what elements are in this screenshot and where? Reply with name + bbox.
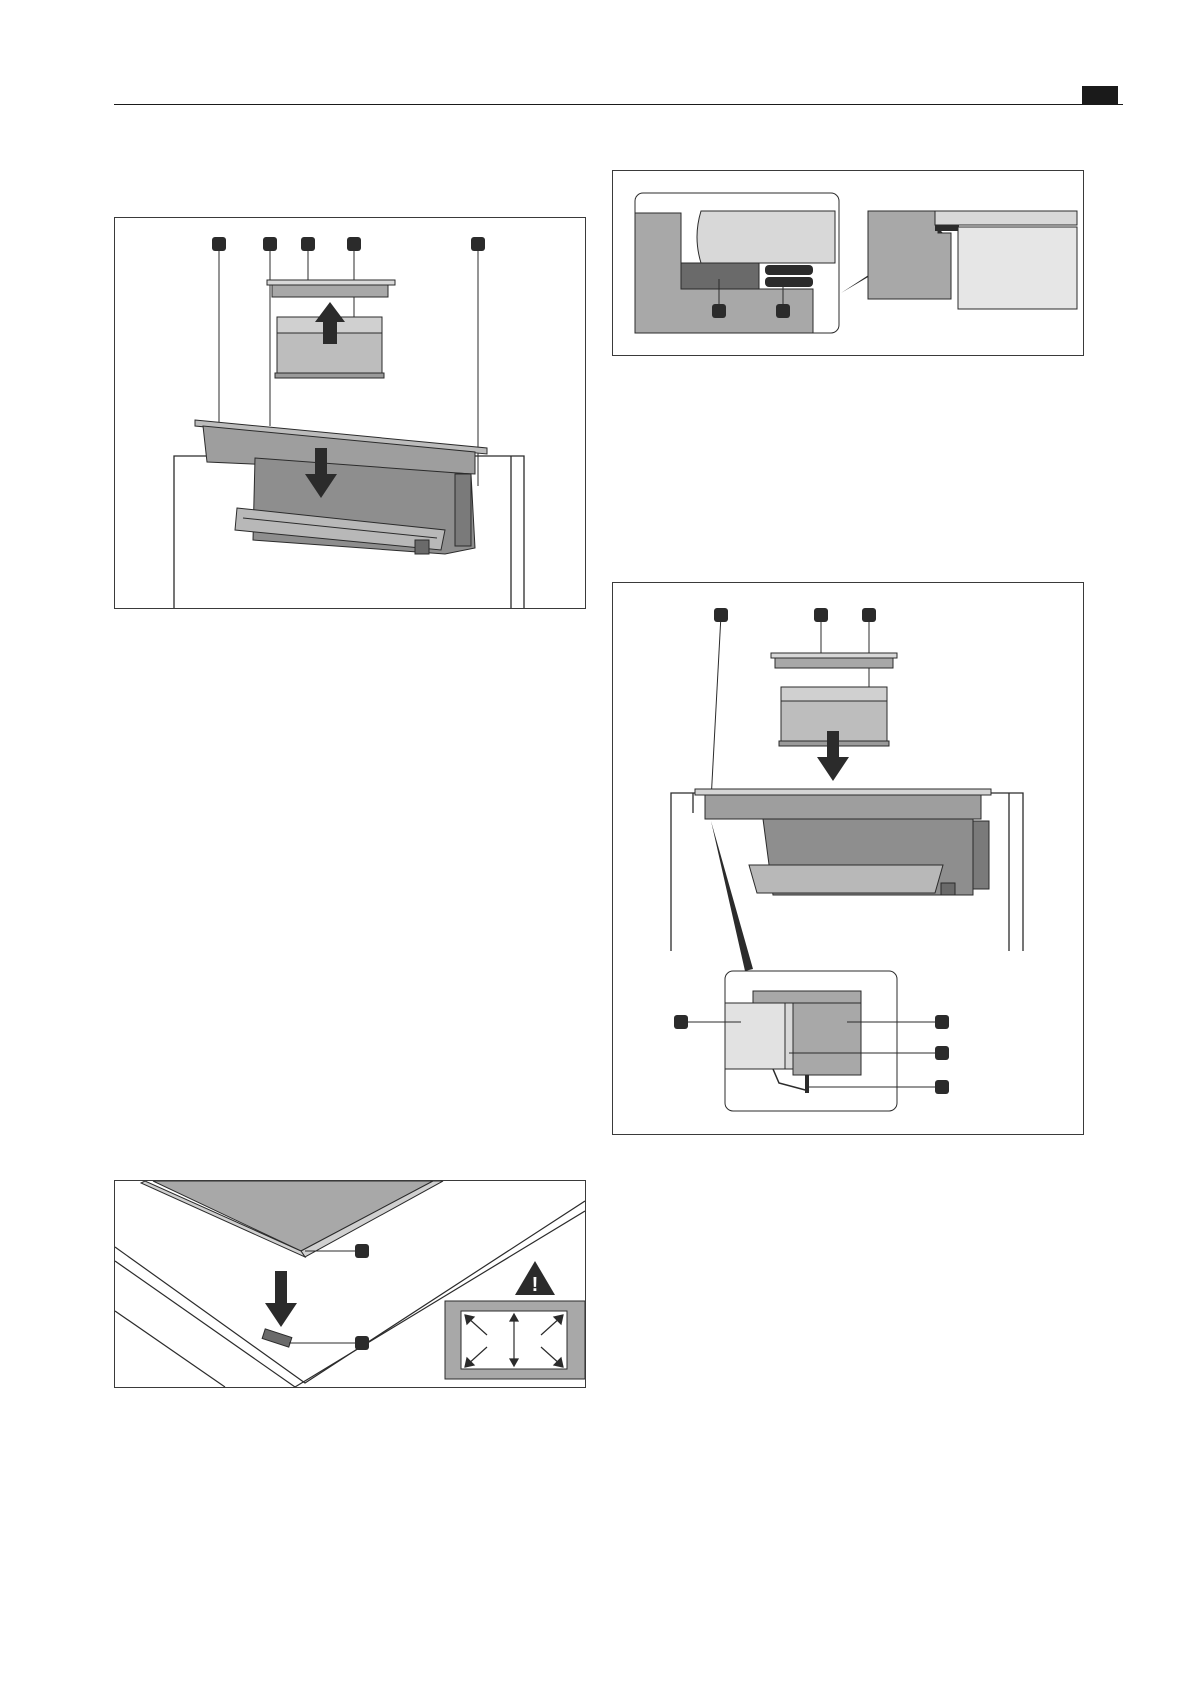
seal-detail-drawing <box>613 171 1083 355</box>
warning-triangle-icon: ! <box>515 1261 555 1296</box>
header-rule <box>114 104 1123 105</box>
figure-seal-detail <box>612 170 1084 356</box>
figure-filter-insertion <box>612 582 1084 1135</box>
cooktop-glass <box>153 1181 433 1251</box>
down-arrow <box>265 1271 297 1327</box>
figure-corner-alignment: ! <box>114 1180 586 1388</box>
figure-installation-lowering <box>114 217 586 609</box>
svg-text:!: ! <box>532 1274 539 1296</box>
callout-markers <box>212 237 485 251</box>
callout-markers <box>355 1244 369 1350</box>
lid-plate <box>267 280 395 297</box>
installation-lowering-drawing <box>115 218 585 608</box>
expansion-gap-icon <box>445 1301 585 1379</box>
page-number-tab <box>1082 86 1118 105</box>
corner-alignment-drawing: ! <box>115 1181 585 1387</box>
filter-insertion-drawing <box>613 583 1083 1134</box>
